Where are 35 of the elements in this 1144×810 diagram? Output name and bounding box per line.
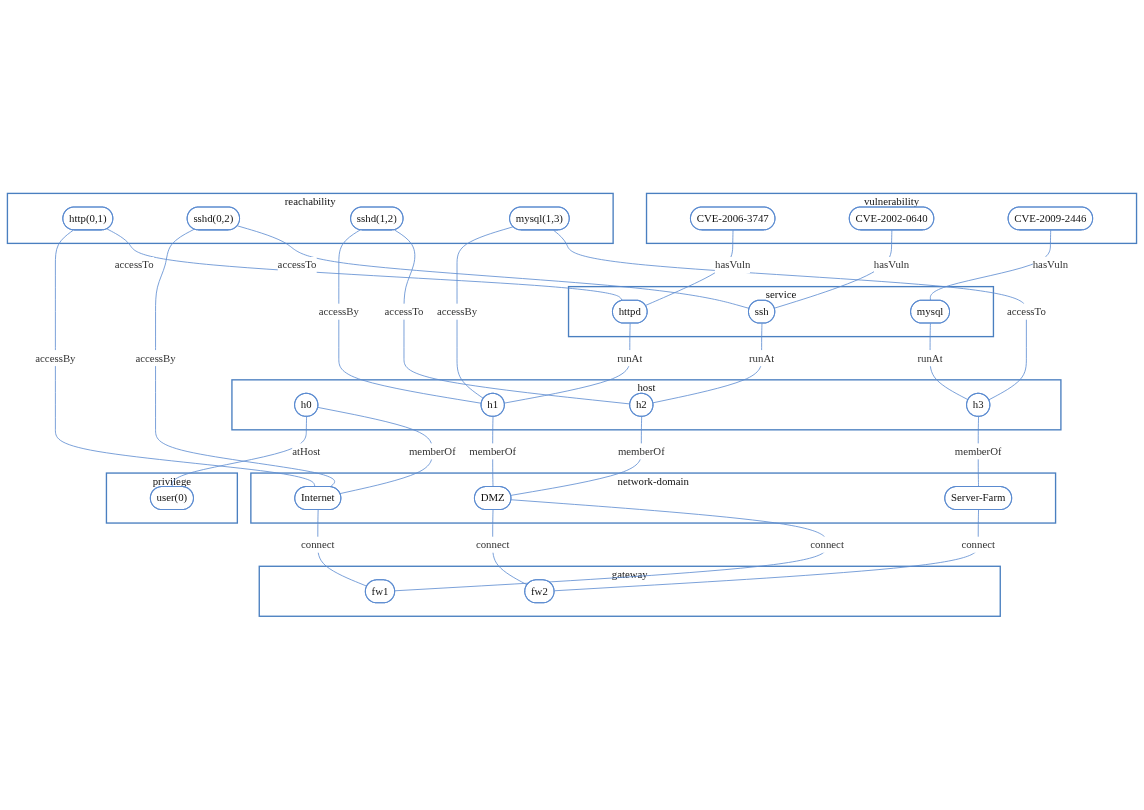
connector <box>171 416 307 488</box>
edge-label: runAt <box>617 352 643 364</box>
connector <box>106 228 623 302</box>
edge-label: memberOf <box>469 445 517 458</box>
edge-label: accessBy <box>436 305 478 318</box>
connector <box>338 229 482 404</box>
edge-label: accessBy <box>318 305 359 318</box>
edge-label: memberOf <box>954 445 1002 458</box>
edge-label: hasVuln <box>1032 259 1069 271</box>
edge-label: connect <box>810 538 844 551</box>
connector <box>317 407 433 495</box>
connector <box>652 323 763 404</box>
edge-label: connect <box>961 538 996 551</box>
edge-label: connect <box>301 538 335 551</box>
edge-label: accessBy <box>35 352 76 364</box>
edge-label: accessBy <box>135 352 176 364</box>
edge-label: accessTo <box>384 305 424 318</box>
connector <box>510 416 643 496</box>
edge-label: memberOf <box>617 445 665 458</box>
edge-label: hasVuln <box>715 259 751 271</box>
edge-label: runAt <box>917 352 943 364</box>
edge-label: memberOf <box>408 445 456 458</box>
connector <box>929 229 1052 302</box>
connector <box>55 229 316 488</box>
edge-label: atHost <box>292 445 321 458</box>
connector <box>394 229 631 405</box>
edge-label: accessTo <box>1006 305 1046 318</box>
connector <box>155 228 336 488</box>
connector <box>456 226 514 400</box>
edge-label: hasVuln <box>873 259 910 271</box>
edge-label: runAt <box>749 352 775 364</box>
edge-label: connect <box>475 538 510 551</box>
edge-label: accessTo <box>114 259 154 271</box>
connector <box>504 323 631 404</box>
edge-label: accessTo <box>277 259 317 271</box>
